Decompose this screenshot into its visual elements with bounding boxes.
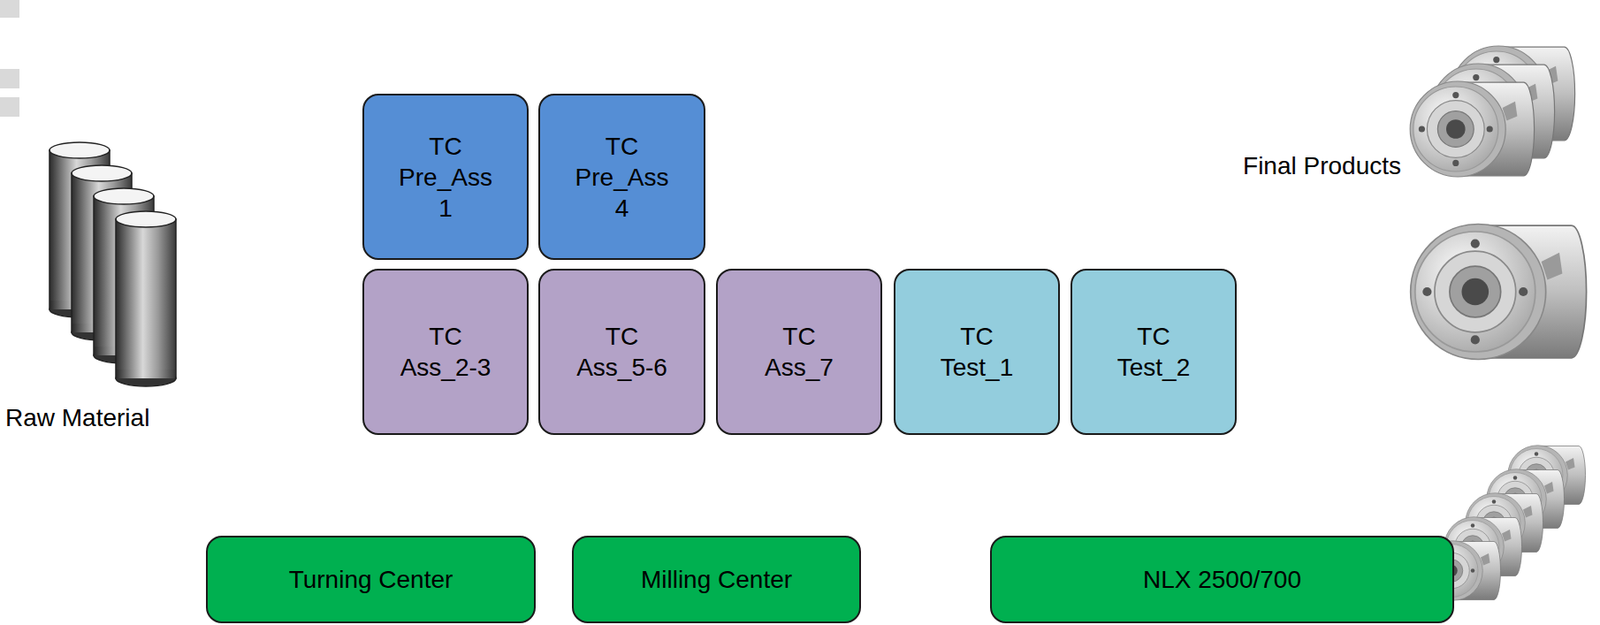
station-label: NLX 2500/700 xyxy=(1142,563,1302,595)
machine-box: NLX 2500/700 xyxy=(990,535,1455,624)
caption-label: Raw Material xyxy=(5,402,150,434)
station-label: TC Test_1 xyxy=(937,320,1017,383)
caption-label: Final Products xyxy=(1242,150,1402,182)
workstation-box: TC Pre_Ass 1 xyxy=(362,93,529,260)
station-label: Milling Center xyxy=(640,563,793,595)
workstation-box: TC Test_2 xyxy=(1070,268,1237,435)
machine-box: Turning Center xyxy=(205,535,536,624)
workstation-box: TC Test_1 xyxy=(893,268,1060,435)
machine-box: Milling Center xyxy=(571,535,861,624)
station-label: Turning Center xyxy=(289,563,454,595)
station-label: TC Ass_5-6 xyxy=(573,320,671,383)
workstation-box: TC Pre_Ass 4 xyxy=(538,93,706,260)
station-label: TC Ass_2-3 xyxy=(397,320,495,383)
workstation-box: TC Ass_2-3 xyxy=(362,268,529,435)
workstation-box: TC Ass_5-6 xyxy=(538,268,706,435)
station-label: TC Pre_Ass 4 xyxy=(572,130,672,224)
station-label: TC Pre_Ass 1 xyxy=(396,130,496,224)
workstation-box: TC Ass_7 xyxy=(716,268,883,435)
station-label: TC Ass_7 xyxy=(761,320,837,383)
station-label: TC Test_2 xyxy=(1114,320,1194,383)
